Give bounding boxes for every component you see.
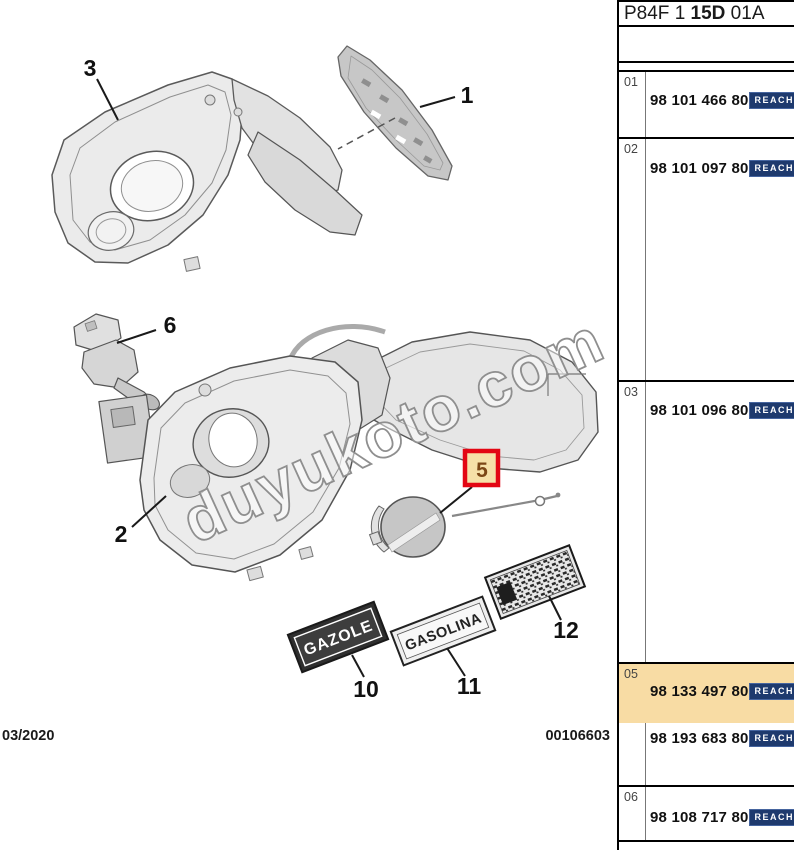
row-index: 02 [624,142,638,156]
callout-5-highlight-box[interactable]: 5 [462,448,501,488]
callout-3[interactable]: 3 [84,55,97,81]
callout-12[interactable]: 12 [553,617,579,643]
parts-diagram: GAZOLE GASOLINA 3 1 6 2 10 11 12 [2,45,616,744]
row-index: 06 [624,790,638,804]
reach-badge[interactable]: REACH [748,730,794,747]
empty-header-box [619,27,794,63]
parts-row-01[interactable]: 01 98 101 466 80 REACH [619,70,794,137]
catalog-code-suffix: 01A [725,2,765,24]
row-index: 01 [624,75,638,89]
plate-gazole: GAZOLE [286,600,390,674]
part-number: 98 193 683 80 [650,730,749,747]
callout-2[interactable]: 2 [115,521,128,547]
parts-list-panel: P84F 1 15D 01A 01 98 101 466 80 REACH 02… [617,0,794,850]
callout-leaders [96,78,562,678]
catalog-code-prefix: P84F 1 [624,2,691,24]
part-number: 98 133 497 80 [650,683,749,700]
callout-1[interactable]: 1 [461,82,474,108]
footer-date: 03/2020 [2,728,54,744]
callout-6[interactable]: 6 [164,312,177,338]
callout-11[interactable]: 11 [457,673,482,699]
parts-row-06[interactable]: 06 98 108 717 80 REACH [619,785,794,842]
part-1-flap-drawing [337,45,453,181]
catalog-code-header: P84F 1 15D 01A [619,0,794,27]
parts-row-02[interactable]: 02 98 101 097 80 REACH [619,137,794,380]
callout-5[interactable]: 5 [476,459,488,482]
part-2-housing-drawing [98,324,599,582]
row-index: 03 [624,385,638,399]
part-number: 98 108 717 80 [650,809,749,826]
row-index: 05 [624,667,638,681]
reach-badge[interactable]: REACH [748,160,794,177]
plate-gasolina: GASOLINA [389,595,497,667]
reach-badge[interactable]: REACH [748,402,794,419]
part-6-actuator-drawing [73,313,160,411]
parts-row-05-selected[interactable]: 05 98 133 497 80 REACH 98 193 683 80 REA… [619,662,794,785]
reach-badge[interactable]: REACH [748,92,794,109]
part-number: 98 101 097 80 [650,160,749,177]
index-column-divider [645,70,646,842]
footer-doc-number: 00106603 [545,728,610,744]
part-number: 98 101 466 80 [650,92,749,109]
plate-fuel-label [483,544,587,620]
parts-row-03[interactable]: 03 98 101 096 80 REACH [619,380,794,662]
catalog-code-bold: 15D [690,2,726,24]
reach-badge[interactable]: REACH [748,809,794,826]
reach-badge[interactable]: REACH [748,683,794,700]
part-3-housing-drawing [51,71,363,272]
part-5-cap-drawing [368,492,561,558]
callout-10[interactable]: 10 [353,676,379,702]
part-number: 98 101 096 80 [650,402,749,419]
